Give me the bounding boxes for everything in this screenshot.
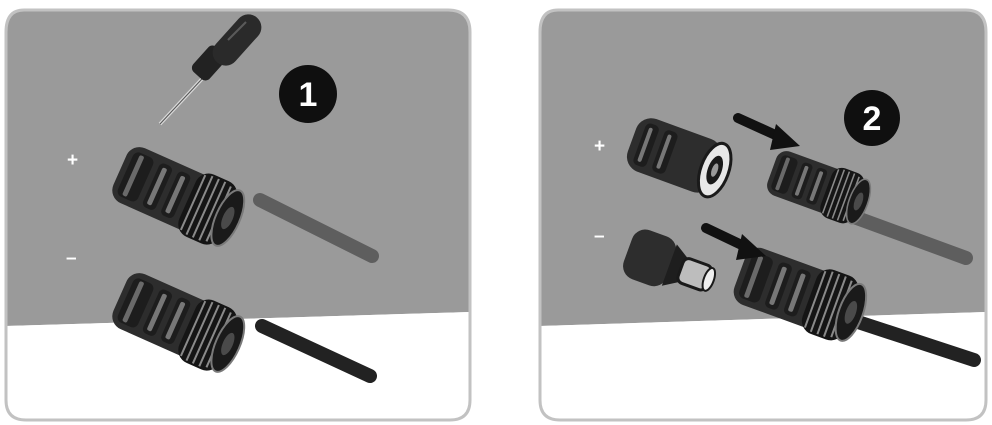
step-badge: 1	[279, 65, 337, 123]
panel-step-2: + – 2	[540, 10, 986, 420]
minus-label: –	[594, 226, 605, 247]
step-number: 1	[299, 76, 318, 114]
plus-label: +	[67, 150, 78, 171]
plus-label: +	[594, 136, 605, 157]
minus-label: –	[66, 248, 77, 269]
panel-step-1: + – 1	[6, 9, 470, 420]
step-number: 2	[863, 100, 882, 138]
floor-surface	[540, 312, 986, 420]
step-badge: 2	[844, 90, 900, 146]
